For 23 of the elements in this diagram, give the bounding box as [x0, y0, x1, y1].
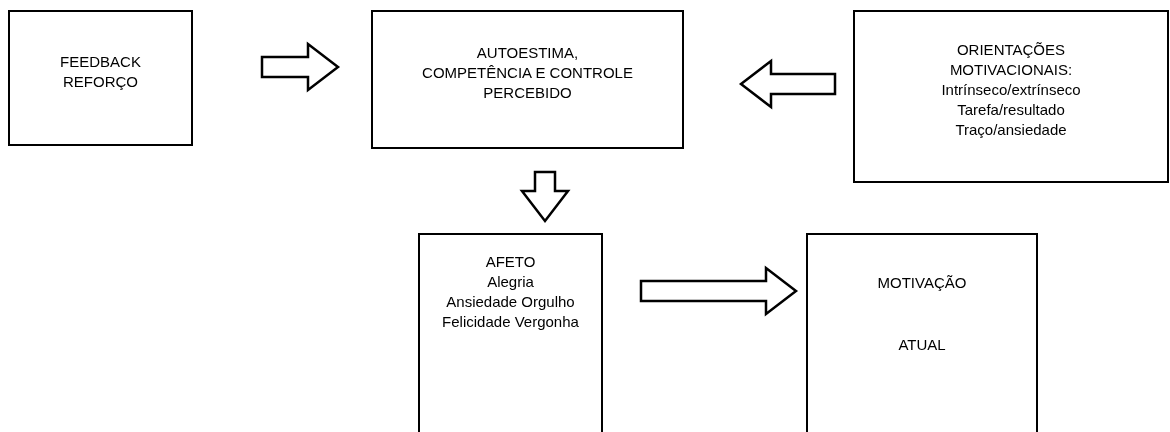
block-arrow	[519, 170, 571, 224]
box-text: REFORÇO	[63, 72, 138, 92]
box-heading: MOTIVAÇÃO	[877, 273, 967, 293]
box-text: Alegria	[487, 272, 534, 292]
box-heading: ORIENTAÇÕES MOTIVACIONAIS:	[948, 40, 1074, 80]
box-text: Intrínseco/extrínseco	[941, 80, 1081, 100]
process-box	[418, 233, 603, 432]
process-box	[8, 10, 193, 146]
process-box	[806, 233, 1038, 432]
block-arrow	[639, 265, 799, 317]
process-box	[853, 10, 1169, 183]
box-text: Felicidade Vergonha	[442, 312, 579, 332]
box-text: Tarefa/resultado	[957, 100, 1065, 120]
process-box	[371, 10, 684, 149]
box-text: Ansiedade Orgulho	[446, 292, 575, 312]
box-text: ATUAL	[898, 335, 946, 355]
block-arrow	[738, 58, 837, 110]
box-heading: FEEDBACK	[60, 52, 141, 72]
box-heading: AUTOESTIMA,	[476, 43, 579, 63]
box-text: COMPETÊNCIA E CONTROLE PERCEBIDO	[421, 63, 634, 103]
box-text: Traço/ansiedade	[955, 120, 1067, 140]
box-heading: AFETO	[485, 252, 536, 272]
block-arrow	[260, 41, 341, 93]
